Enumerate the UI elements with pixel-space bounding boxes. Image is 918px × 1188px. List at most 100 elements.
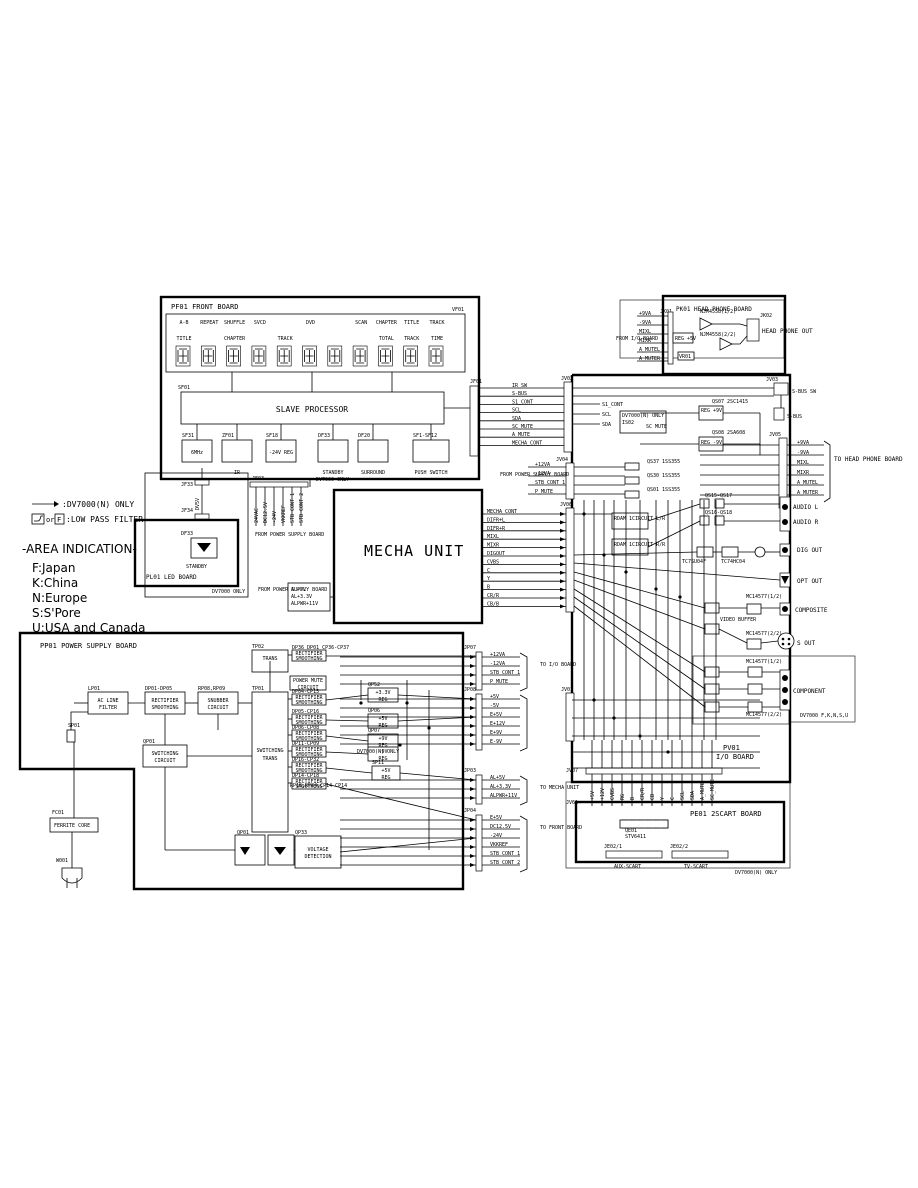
wire bbox=[339, 837, 477, 853]
component-note: DV7000 F,K,N,S,U bbox=[800, 713, 848, 719]
ferrite-ref: FC01 bbox=[52, 810, 64, 816]
vfd-label: CHAPTER bbox=[376, 320, 398, 326]
ferrite: FERRITE CORE bbox=[54, 823, 90, 829]
coax-jack-icon bbox=[782, 547, 788, 553]
rect-ref: DP14-CP18 bbox=[292, 773, 319, 779]
mecha-power-label: FROM POWER SUPPLY BOARD bbox=[258, 587, 327, 593]
hp-signal: MIXR bbox=[797, 470, 810, 476]
power-wire-label: STB CONT 2 bbox=[299, 493, 305, 523]
psu-block-label: DETECTION bbox=[304, 854, 331, 860]
block-ref: ZF01 bbox=[222, 433, 234, 439]
scart-pin: CVBS bbox=[610, 788, 616, 800]
vfd-digit-icon bbox=[378, 345, 393, 367]
led-conn2-ref: JF33 bbox=[181, 482, 193, 488]
psu-block-label: VOLTAGE bbox=[307, 847, 328, 853]
psu-out-pin: DC12.5V bbox=[490, 824, 511, 830]
rectifier-block bbox=[291, 693, 327, 706]
front-bus-signal: S-BUS bbox=[512, 391, 527, 397]
wire bbox=[718, 628, 748, 644]
tx: TC7SU04F bbox=[682, 559, 706, 565]
rect-label: SMOOTHING bbox=[295, 784, 322, 790]
rect-label: RECTIFIER bbox=[295, 715, 323, 721]
lpf-icon bbox=[704, 701, 720, 713]
front-bus-signal: SC_MUTE bbox=[512, 424, 533, 430]
audio-jack-icon bbox=[779, 496, 791, 532]
psu-block-ref: QP52 bbox=[368, 682, 380, 688]
junction-dot bbox=[359, 701, 363, 705]
psu-block-label: REG bbox=[378, 756, 387, 762]
psu-in-signal: P_MUTE bbox=[535, 489, 553, 495]
block-note: DV7000 ONLY bbox=[316, 477, 349, 483]
rect-label: RECTIFIER bbox=[295, 763, 323, 769]
psu-block-label: CIRCUIT bbox=[207, 705, 228, 711]
psu-out-pin: AL+3.3V bbox=[490, 784, 511, 790]
rect-ref: DP04-CP15 bbox=[292, 689, 319, 695]
hp-signal: +9VA bbox=[797, 440, 809, 446]
psu-block bbox=[289, 675, 327, 691]
mute-ref: QS01 1SS355 bbox=[647, 487, 680, 493]
vfd-digit-icon bbox=[276, 345, 292, 367]
front-bus-signal: IR_SW bbox=[512, 383, 528, 389]
ic-note: DV7000(N) ONLY bbox=[622, 413, 664, 419]
hp-input: MIXR bbox=[639, 338, 652, 344]
psu-out-pin: +12VA bbox=[490, 652, 505, 658]
psu-out-to: TO I/O BOARD bbox=[540, 662, 576, 668]
block-label: STANDBY bbox=[322, 470, 343, 476]
io-board: PV01 I/O BOARD JV02 IR_SWS-BUSS1_CONTSCL… bbox=[478, 373, 903, 829]
hp-signal: A_MUTER bbox=[797, 490, 819, 496]
io-board-title: I/O BOARD bbox=[716, 753, 754, 761]
audio-out: AUDIO L bbox=[793, 504, 819, 511]
junction-dot bbox=[624, 570, 628, 574]
video-ic: MC14577(2/2) bbox=[746, 631, 782, 637]
power-wire-label: -24V bbox=[272, 511, 278, 523]
mecha-signal: MECHA_CONT bbox=[487, 509, 517, 515]
scart-ic: STV6411 bbox=[625, 834, 646, 840]
wire bbox=[399, 772, 477, 781]
legend-filter-note: :LOW PASS FILTER bbox=[66, 515, 143, 524]
psu-block-label: +5V bbox=[381, 768, 390, 774]
scart-board: PE01 2SCART BOARD QE01 STV6411 JE02/1 JE… bbox=[565, 781, 791, 876]
psu-block-label: +3.3V bbox=[375, 690, 390, 696]
opto-ref: RP18,RP84 CP14-CP14 bbox=[290, 783, 347, 789]
block-ref: SF18 bbox=[266, 433, 278, 439]
block-ref: DF20 bbox=[358, 433, 370, 439]
block-ref: SF31 bbox=[182, 433, 194, 439]
front-bus-signal: S1_CONT bbox=[512, 399, 533, 405]
low-pass-filter-icon bbox=[31, 513, 45, 525]
front-bus-signal: MECHA_CONT bbox=[512, 440, 542, 446]
vfd-ref: VF01 bbox=[452, 307, 464, 313]
psu-block-label: REG bbox=[378, 697, 387, 703]
scart-pin: +12V bbox=[600, 788, 606, 800]
hp-signal: MIXL bbox=[797, 460, 809, 466]
psu-block-ref: TP01 bbox=[252, 686, 264, 692]
io-psu-label: FROM POWER SUPPLY BOARD bbox=[500, 472, 569, 478]
scart-pin: +5V bbox=[590, 791, 596, 800]
video-ic: MC14577(1/2) bbox=[746, 659, 782, 665]
rect-ref: DP06-CP08 bbox=[292, 725, 319, 731]
headphone-from: FROM I/O BOARD bbox=[616, 336, 658, 342]
opamp-icon bbox=[699, 317, 713, 331]
rect-ref: DP11-CP09 bbox=[292, 741, 319, 747]
hp-ic: NJM4558(2/2) bbox=[700, 332, 736, 338]
video-ic: MC14577(1/2) bbox=[746, 594, 782, 600]
area-item: S:S'Pore bbox=[32, 606, 81, 620]
lpf-icon bbox=[704, 623, 720, 635]
psu-out-pin: P_MUTE bbox=[490, 679, 508, 685]
psu-block-ref: QP33 bbox=[295, 830, 307, 836]
fuse-ref: SP01 bbox=[68, 723, 80, 729]
area-item: F:Japan bbox=[32, 561, 75, 575]
psu-block-ref: LP01 bbox=[88, 686, 100, 692]
psu-block-label: +9V bbox=[378, 736, 387, 742]
area-item: U:USA and Canada bbox=[32, 621, 146, 635]
vfd-digit-icon bbox=[428, 345, 444, 367]
rectifier-block bbox=[291, 713, 327, 726]
mecha-signal: CB/B bbox=[487, 601, 499, 607]
io-reg: REG -9V bbox=[701, 440, 722, 446]
vfd-label: TIME bbox=[431, 336, 443, 342]
hp-input: A_MUTER bbox=[639, 356, 661, 362]
scart-pin: CR/R bbox=[640, 787, 646, 800]
scart-title: PE01 2SCART BOARD bbox=[690, 810, 762, 818]
vfd-digit-icon bbox=[352, 345, 368, 367]
hp-ic: NJM4558(1/2) bbox=[700, 309, 736, 315]
